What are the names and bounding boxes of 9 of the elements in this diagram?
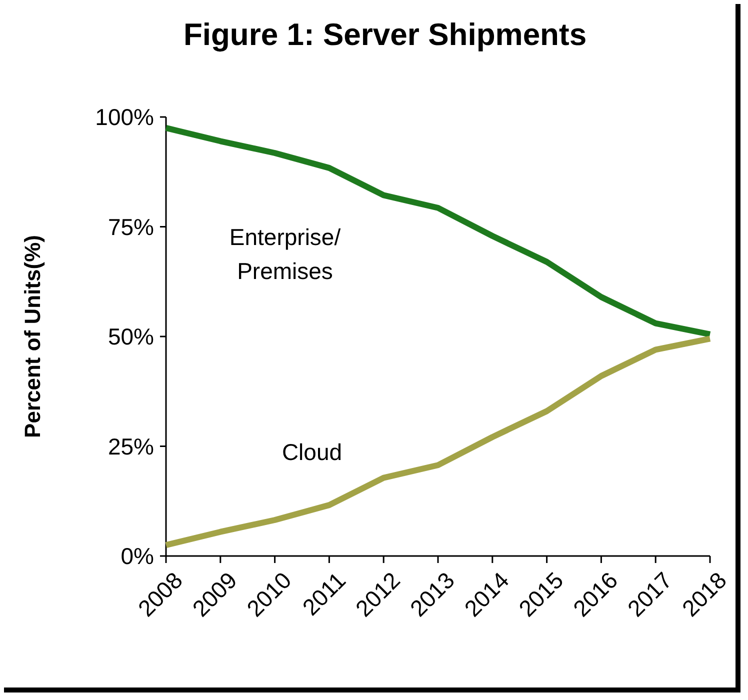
y-tick-label: 100%	[95, 104, 154, 130]
y-axis-title: Percent of Units(%)	[20, 235, 45, 438]
series-label: Cloud	[282, 439, 342, 465]
chart-title: Figure 1: Server Shipments	[183, 17, 587, 52]
y-tick-label: 25%	[108, 433, 154, 460]
series-label: Enterprise/ Premises	[229, 224, 341, 284]
y-tick-label: 50%	[108, 324, 154, 350]
y-tick-label: 0%	[120, 543, 154, 569]
y-tick-label: 75%	[108, 214, 154, 240]
